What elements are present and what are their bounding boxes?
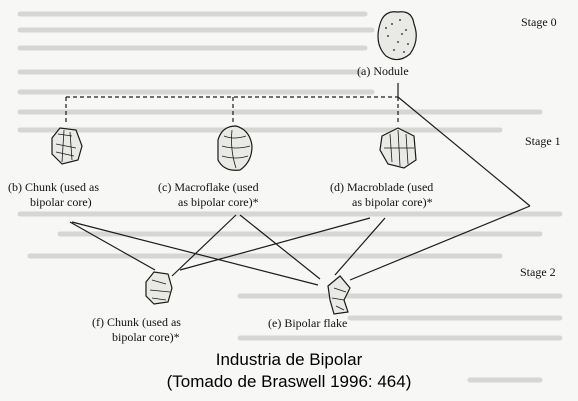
chunk-f-illustration (145, 271, 173, 305)
node-f-label-line2: bipolar core)* (112, 330, 180, 344)
background-bleed-through (17, 11, 563, 383)
bipolar-flake-e-illustration (327, 275, 351, 315)
node-c-label-line1: (c) Macroflake (used (158, 180, 259, 194)
stage-0-label: Stage 0 (521, 15, 557, 29)
node-e-label: (e) Bipolar flake (268, 316, 347, 330)
caption-title: Industria de Bipolar (215, 350, 363, 369)
stage-0-to-1-connectors (65, 83, 531, 281)
node-b-label-line2: bipolar core) (30, 195, 92, 209)
stage-1-to-2-connectors (69, 214, 386, 286)
node-c-label-line2: as bipolar core)* (178, 195, 259, 209)
macroflake-c-illustration (217, 125, 253, 171)
node-f-label-line1: (f) Chunk (used as (92, 315, 181, 329)
node-a-label: (a) Nodule (357, 64, 409, 78)
node-d-label-line1: (d) Macroblade (used (330, 180, 433, 194)
node-b-label-line1: (b) Chunk (used as (8, 180, 99, 194)
caption-source: (Tomado de Braswell 1996: 464) (166, 372, 412, 391)
node-d-label-line2: as bipolar core)* (352, 195, 433, 209)
chunk-b-illustration (51, 127, 83, 165)
stage-2-label: Stage 2 (520, 265, 556, 279)
macroblade-d-illustration (379, 127, 417, 169)
stage-1-label: Stage 1 (525, 134, 561, 148)
nodule-illustration (377, 11, 417, 61)
